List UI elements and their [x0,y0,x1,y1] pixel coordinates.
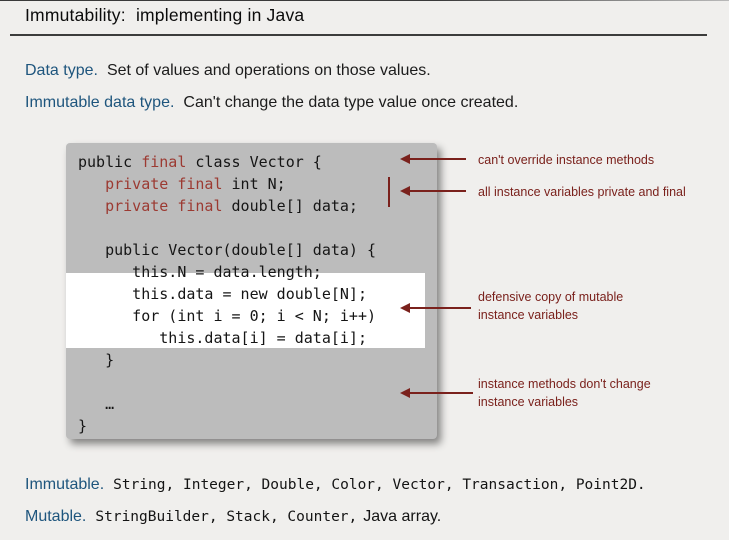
annotation-text: instance variables [478,394,579,409]
footer-immutable: Immutable. String, Integer, Double, Color… [25,476,646,494]
code-line: public final class Vector { [78,153,322,171]
slide-title: Immutability: implementing in Java [25,5,305,25]
footer-class-list: StringBuilder, Stack, Counter, [95,509,358,525]
intro-data-type: Data type. Set of values and operations o… [25,62,431,80]
code-line: for (int i = 0; i < N; i++) [78,307,377,325]
intro-lead: Immutable data type. [25,94,175,111]
annotation-text: all instance variables private and final [478,185,686,199]
annotation-methods-dont-change: instance methods don't change instance v… [478,376,651,411]
intro-immutable-data-type: Immutable data type. Can't change the dat… [25,94,518,112]
footer-mutable: Mutable. StringBuilder, Stack, Counter, Ja… [25,508,441,526]
code-lines: public final class Vector { private fina… [66,143,437,437]
code-line: this.data = new double[N]; [78,285,367,303]
intro-lead: Data type. [25,62,98,79]
annotation-arrow-icon [400,186,466,196]
code-line: private final double[] data; [105,197,358,215]
annotation-defensive-copy: defensive copy of mutable instance varia… [478,289,623,324]
annotation-text: instance variables [478,307,579,322]
annotation-private-final: all instance variables private and final [478,184,686,202]
footer-class-list: String, Integer, Double, Color, Vector, … [113,477,646,493]
code-line [78,217,437,239]
annotation-arrow-icon [400,303,471,313]
code-line: } [78,351,115,369]
top-border [0,0,729,1]
code-line: private final int N; [105,175,286,193]
annotation-text: instance methods don't change [478,377,651,391]
code-block: public final class Vector { private fina… [66,143,437,439]
code-line: this.data[i] = data[i]; [78,329,367,347]
code-line: public Vector(double[] data) { [78,241,377,259]
annotation-text: defensive copy of mutable [478,290,624,304]
code-line: this.N = data.length; [78,263,322,281]
annotation-cant-override: can't override instance methods [478,152,654,170]
intro-text: Set of values and operations on those va… [106,62,431,79]
code-line: … [78,395,115,413]
code-highlight-box [66,273,425,348]
footer-plain-tail: Java array. [363,508,442,525]
annotation-text: can't override instance methods [478,153,655,167]
intro-text: Can't change the data type value once cr… [183,94,519,111]
code-line [78,371,437,393]
annotation-bracket-bar [388,177,390,207]
annotation-arrow-icon [400,388,473,398]
footer-lead: Immutable. [25,476,105,493]
footer-lead: Mutable. [25,508,87,525]
code-line: } [78,417,88,435]
title-divider [10,34,707,36]
annotation-arrow-icon [400,154,466,164]
